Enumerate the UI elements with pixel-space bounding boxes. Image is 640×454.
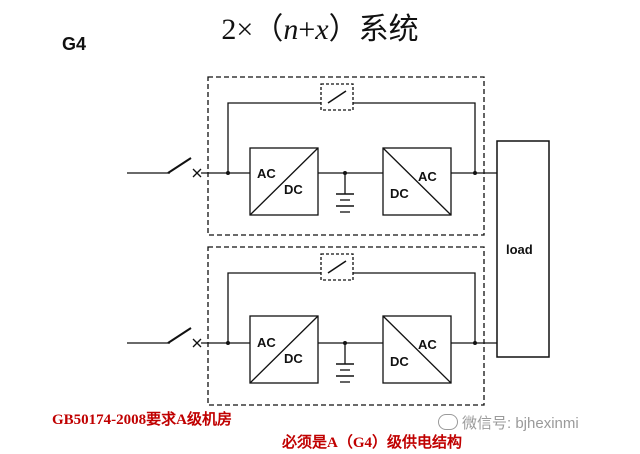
module-2-switch-cross-b	[192, 338, 202, 348]
module-1-inverter-out-label: AC	[418, 169, 437, 184]
watermark: 微信号: bjhexinmi	[438, 412, 579, 433]
title-plus: +	[298, 13, 316, 46]
watermark-text: 微信号: bjhexinmi	[462, 415, 579, 432]
title-suffix: ）系统	[328, 13, 419, 46]
module-1-inverter-in-label: DC	[390, 186, 409, 201]
module-1-boundary	[207, 76, 485, 236]
load-box	[496, 140, 550, 358]
module-1-rectifier-out-label: DC	[284, 182, 303, 197]
load-label: load	[506, 242, 533, 257]
module-1-inverter-diagonal	[382, 147, 452, 216]
diagram-title: 2×（n+x）系统	[0, 4, 640, 48]
module-2-rectifier-in-label: AC	[257, 335, 276, 350]
junction-dot	[226, 171, 230, 175]
module-2-inverter-out-label: AC	[418, 337, 437, 352]
module-2-rectifier-out-label: DC	[284, 351, 303, 366]
junction-dot	[226, 341, 230, 345]
junction-dots	[226, 171, 477, 345]
module-1-bypass-switch	[327, 90, 347, 104]
module-1-input-switch	[167, 157, 192, 174]
module-2-input-switch	[167, 327, 192, 344]
wechat-icon	[438, 414, 458, 430]
title-var-n: n	[283, 13, 299, 46]
title-prefix: 2×（	[221, 13, 284, 46]
module-1-rectifier-diagonal	[249, 147, 319, 216]
module-2-rectifier-diagonal	[249, 315, 319, 384]
requirement-line-1: GB50174-2008要求A级机房	[52, 412, 233, 428]
junction-dot	[343, 171, 347, 175]
module-2-boundary	[207, 246, 485, 406]
ups-module-1	[127, 76, 497, 236]
tier-label: G4	[62, 34, 87, 54]
module-1-switch-cross-b	[192, 168, 202, 178]
requirement-line-2: 必须是A（G4）级供电结构	[282, 435, 463, 451]
title-var-x: x	[315, 13, 329, 46]
module-1-rectifier-in-label: AC	[257, 166, 276, 181]
junction-dot	[343, 341, 347, 345]
module-2-inverter-diagonal	[382, 315, 452, 384]
module-2-bypass-switch	[327, 260, 347, 274]
junction-dot	[473, 341, 477, 345]
junction-dot	[473, 171, 477, 175]
ups-module-2	[127, 246, 497, 406]
module-2-inverter-in-label: DC	[390, 354, 409, 369]
